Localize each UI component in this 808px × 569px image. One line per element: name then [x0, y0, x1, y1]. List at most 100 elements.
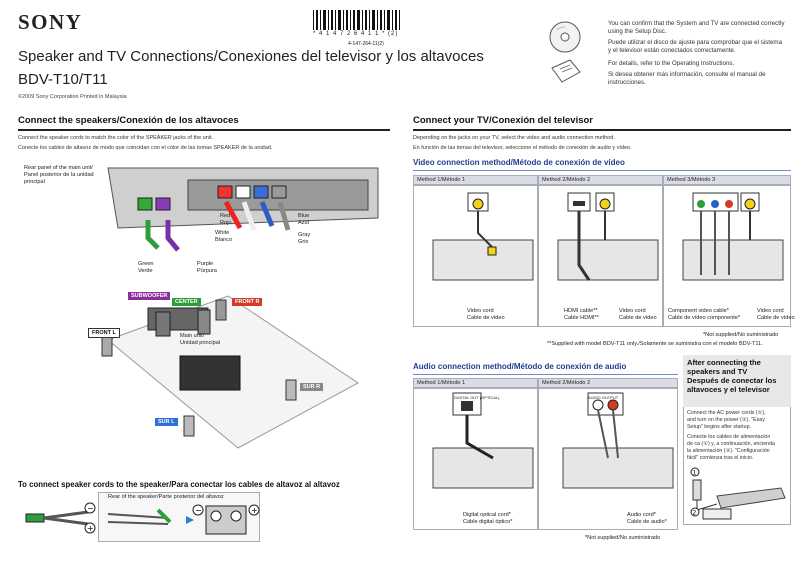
center-tag: CENTER	[172, 298, 201, 306]
label-line: Rear panel of the main unit/	[24, 165, 93, 171]
method2-header: Method 2/Método 2	[538, 175, 663, 185]
digital-out-label: DIGITAL OUT (OPTICAL)	[454, 395, 500, 400]
audio-cord-es: Cable de audio*	[627, 519, 667, 525]
tv-text-es: En función de las tomas del televisor, s…	[413, 145, 632, 151]
setup-disc-note: You can confirm that the System and TV a…	[608, 20, 804, 87]
after-connecting-header: After connecting the speakers and TV Des…	[683, 355, 791, 407]
model-number: BDV-T10/T11	[18, 71, 108, 88]
main-unit-line: Main unit/	[180, 333, 205, 339]
speakers-text-en: Connect the speaker cords to match the c…	[18, 135, 214, 141]
main-unit-label: Main unit/ Unidad principal	[180, 333, 220, 347]
audio-output-label: AUDIO OUTPUT	[588, 395, 619, 400]
sur-r-tag: SUR R	[300, 383, 324, 391]
after-es: de ca (①) y, a continuación, encienda	[687, 441, 775, 447]
tv-heading: Connect your TV/Conexión del televisor	[413, 115, 594, 126]
not-supplied: *Not supplied/No suministrado	[703, 332, 779, 338]
sur-l-tag: SUR L	[155, 418, 178, 426]
speakers-text-es: Conecte los cables de altavoz de modo qu…	[18, 145, 273, 151]
rear-panel-illustration	[18, 158, 390, 288]
tv-text-en: Depending on the jacks on your TV, selec…	[413, 135, 615, 141]
speakers-heading: Connect the speakers/Conexión de los alt…	[18, 115, 239, 126]
video-cord: Video cord	[757, 308, 784, 314]
method1-header: Method 1/Método 1	[413, 175, 538, 185]
svg-text:−: −	[87, 504, 94, 513]
label-line: Panel posterior de la unidad	[24, 172, 94, 178]
speaker-cord-illustration: − + − +	[25, 502, 260, 535]
label-white: White	[215, 230, 230, 236]
svg-text:+: +	[251, 506, 258, 515]
component-label: Component video cable*Cable de vídeo com…	[668, 308, 740, 322]
barcode	[313, 10, 400, 30]
label-blue: Blue	[298, 213, 310, 219]
svg-text:−: −	[195, 506, 202, 515]
audio-method2-header: Method 2/Método 2	[538, 378, 678, 388]
part-number: 4-147-264-11(2)	[348, 41, 384, 47]
optical-cord: Digital optical cord*	[463, 512, 511, 518]
label-line: principal	[24, 179, 45, 185]
optical-label: Digital optical cord*Cable digital óptic…	[463, 512, 512, 526]
after-es: fácil" comienza tras el inicio.	[687, 455, 754, 461]
audio-connection-illustration	[432, 392, 674, 489]
component-cable: Component video cable*	[668, 308, 729, 314]
svg-text:2: 2	[693, 510, 697, 517]
component-cable-es: Cable de vídeo componente*	[668, 315, 741, 321]
cords-heading: To connect speaker cords to the speaker/…	[18, 480, 340, 489]
divider	[18, 129, 390, 131]
disc-icon	[549, 21, 581, 53]
video-cord: Video cord	[467, 308, 494, 314]
label-gray-es: Gris	[298, 239, 309, 245]
after-h2: speakers and TV	[687, 367, 748, 376]
rear-panel-label: Rear panel of the main unit/ Panel poste…	[24, 165, 94, 186]
label-purple: Purple	[197, 261, 214, 267]
front-r-tag: FRONT R	[232, 298, 263, 306]
divider	[413, 374, 678, 375]
note-line: For details, refer to the Operating Inst…	[608, 60, 735, 67]
note-line: Puede utilizar el disco de ajuste para c…	[608, 39, 783, 46]
manual-icon	[551, 59, 581, 83]
video-cord-es: Cable de vídeo	[619, 315, 657, 321]
not-supplied-2: *Not supplied/No suministrado	[585, 535, 661, 541]
note-line: using the Setup Disc.	[608, 28, 667, 35]
audio-method1-header: Method 1/Método 1	[413, 378, 538, 388]
audio-cord: Audio cord*	[627, 512, 656, 518]
video-heading: Video connection method/Método de conexi…	[413, 158, 625, 167]
label-green: Green	[138, 261, 154, 267]
front-l-tag: FRONT L	[88, 328, 120, 338]
label-red: Red	[220, 213, 231, 219]
audio-cord-label: Audio cord*Cable de audio*	[627, 512, 667, 526]
optical-cord-es: Cable digital óptico*	[463, 519, 513, 525]
after-instructions: Connect the AC power cords (①), and turn…	[687, 410, 789, 462]
subwoofer-tag: SUBWOOFER	[128, 292, 171, 300]
power-illustration: 1 2	[690, 467, 786, 520]
divider	[413, 170, 791, 171]
after-h3: Después de conectar los	[687, 376, 777, 385]
note-line: You can confirm that the System and TV a…	[608, 20, 785, 27]
after-en: Setup" begins after startup.	[687, 424, 752, 430]
label-gray: Gray	[298, 232, 311, 238]
hdmi-cable-es: Cable HDMI**	[564, 315, 599, 321]
after-h1: After connecting the	[687, 358, 761, 367]
after-es: Conecte los cables de alimentación	[687, 434, 771, 440]
label-green-es: Verde	[138, 268, 153, 274]
svg-text:+: +	[87, 524, 94, 533]
label-red-es: Rojo	[220, 220, 232, 226]
video-connection-illustration	[432, 192, 784, 281]
copyright: ©2009 Sony Corporation Printed in Malays…	[18, 94, 127, 100]
label-white-es: Blanco	[215, 237, 233, 243]
video-cord: Video cord	[619, 308, 646, 314]
video-cord-es: Cable de vídeo	[467, 315, 505, 321]
label-blue-es: Azul	[298, 220, 309, 226]
sony-logo: SONY	[18, 10, 83, 34]
video-cord-es: Cable de vídeo	[757, 315, 795, 321]
note-line: Si desea obtener más información, consul…	[608, 71, 766, 78]
audio-heading: Audio connection method/Método de conexi…	[413, 362, 627, 371]
main-unit-line: Unidad principal	[180, 340, 221, 346]
